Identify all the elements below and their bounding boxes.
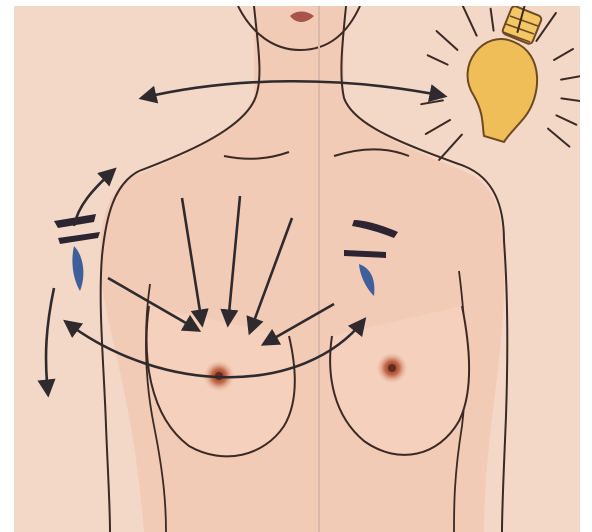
illustration-canvas: [14, 6, 580, 532]
right-nipple-center: [388, 364, 396, 372]
illustration-svg: [14, 6, 580, 532]
